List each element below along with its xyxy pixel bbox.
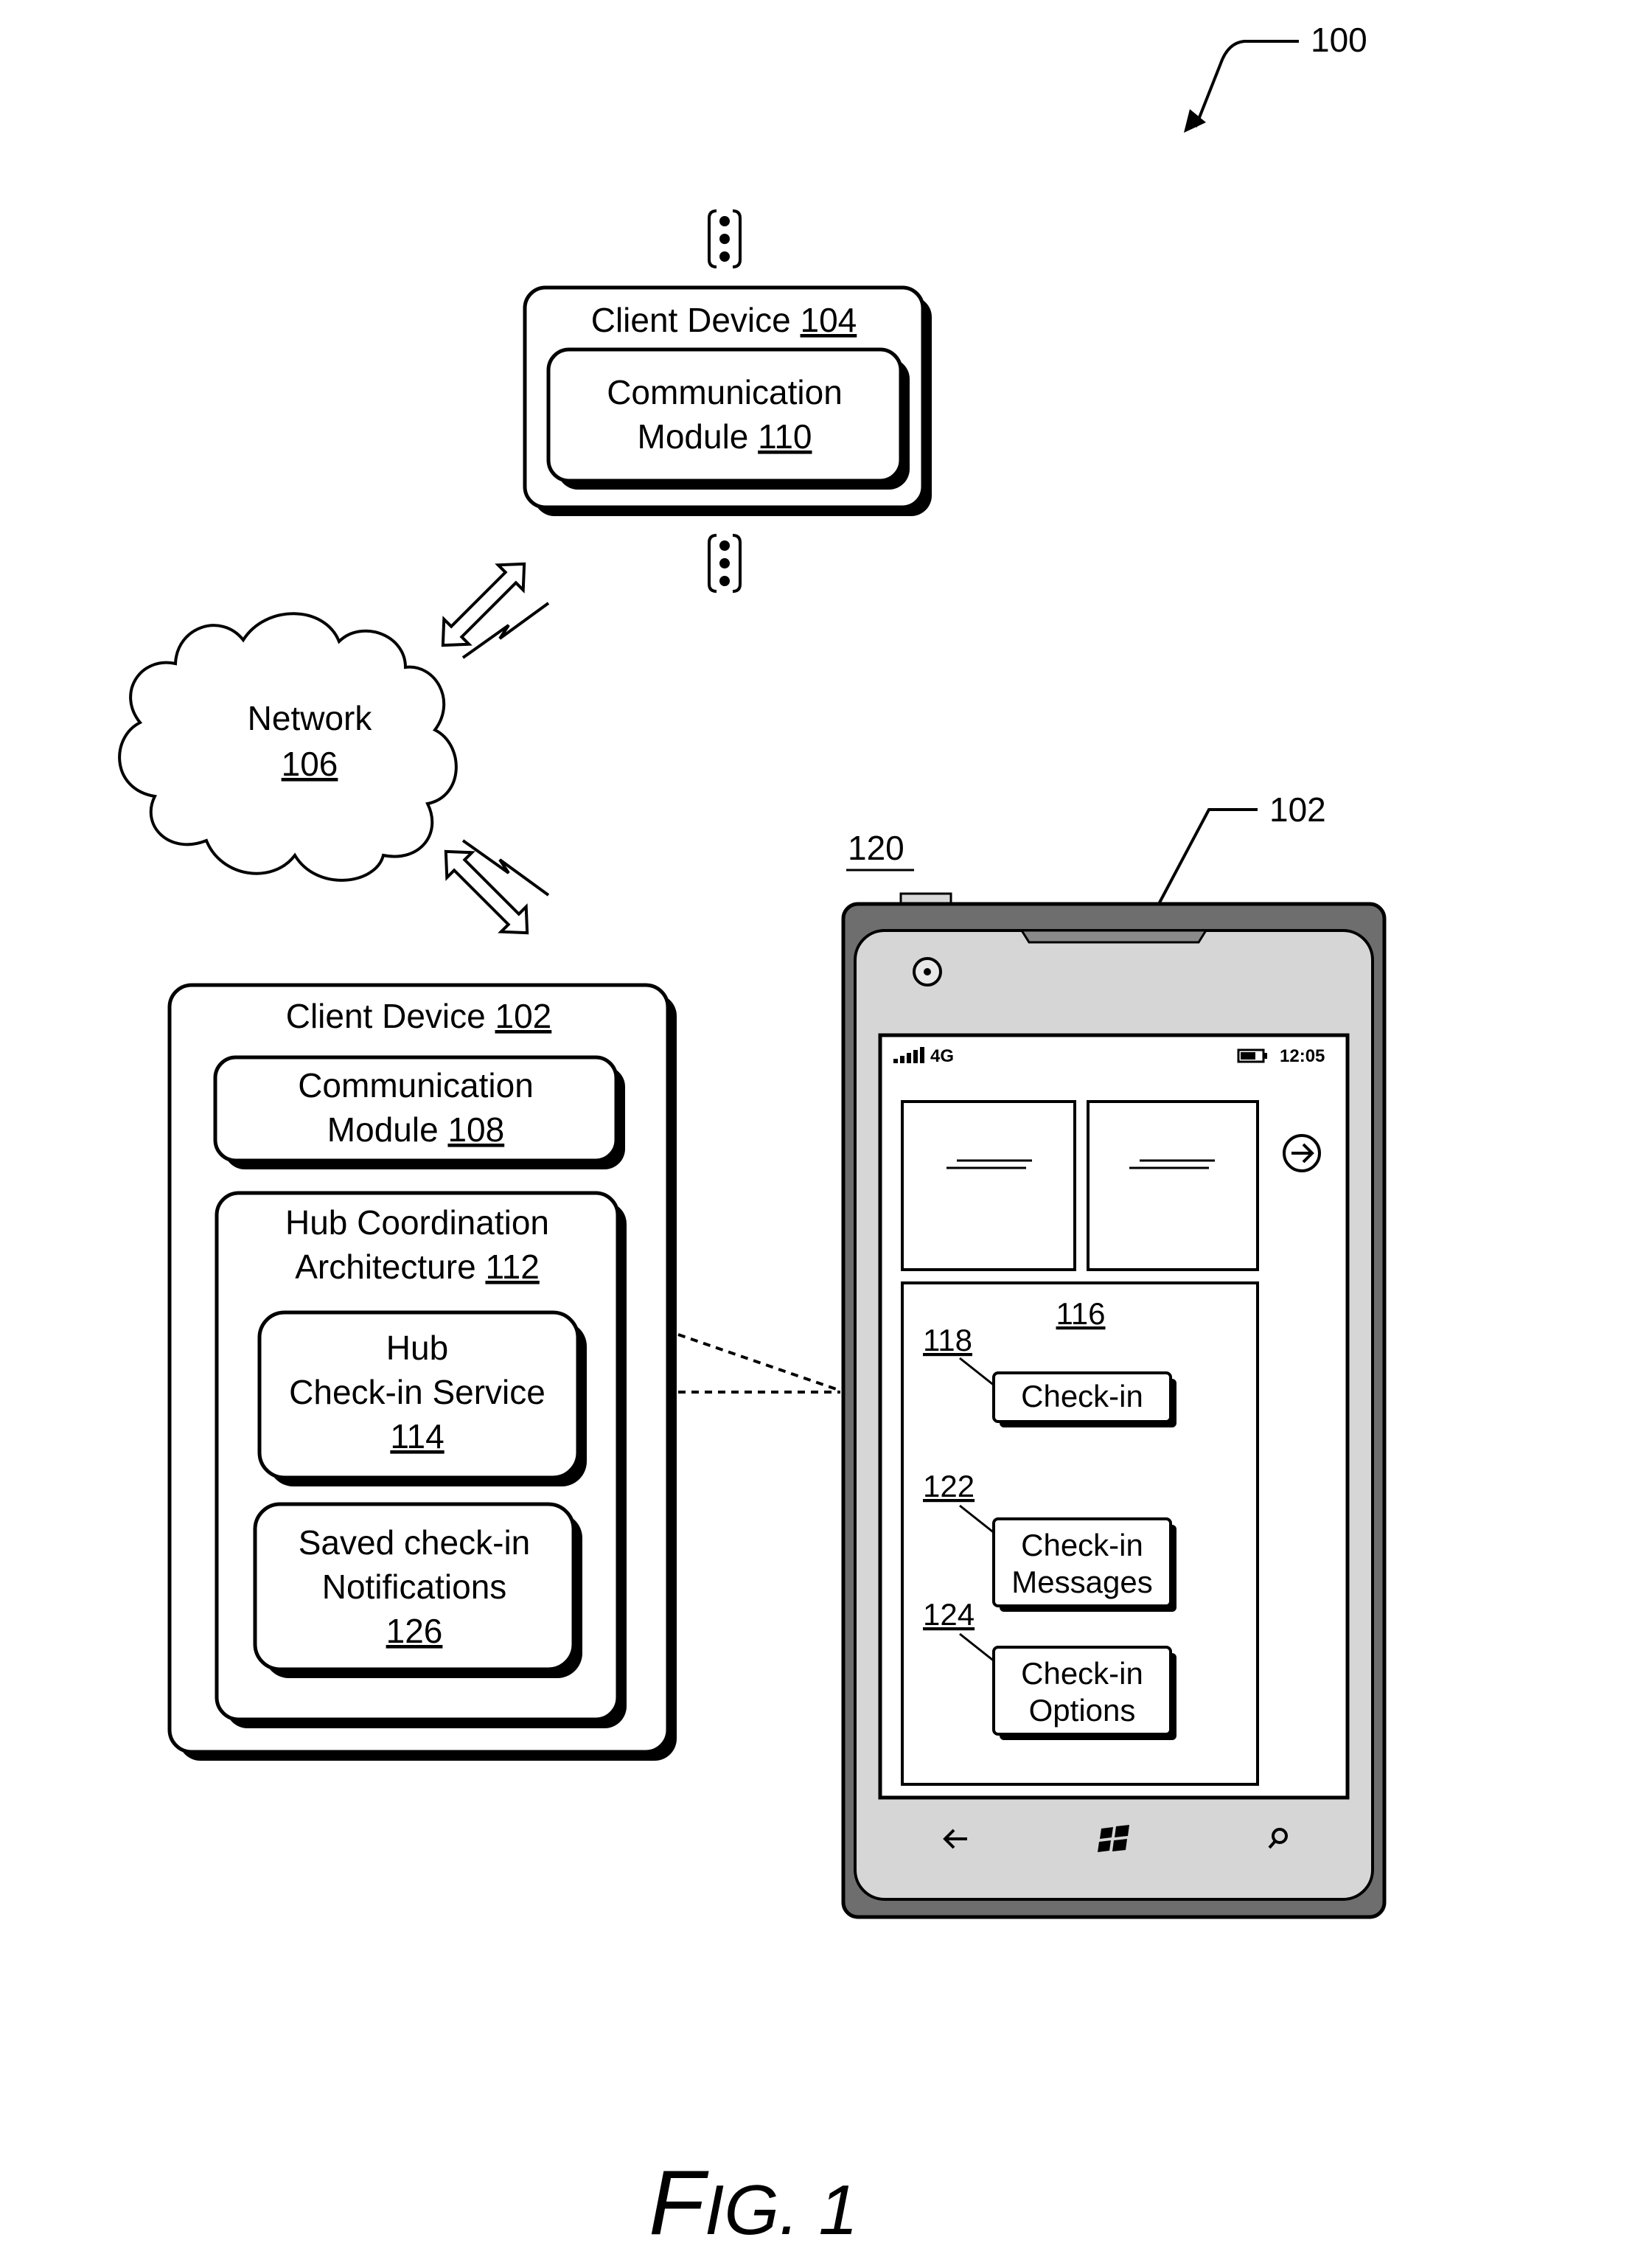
client-device-102-title: Client Device 102 xyxy=(286,997,552,1035)
hub-architecture-112-line1: Hub Coordination xyxy=(285,1203,549,1242)
network-ref: 106 xyxy=(282,745,338,783)
ref-102-phone: 102 xyxy=(1269,790,1326,829)
communication-module-110-line1: Communication xyxy=(607,373,843,411)
ref-100-leader xyxy=(1196,41,1299,127)
hub-checkin-service-114-line2: Check-in Service xyxy=(289,1373,545,1411)
phone-device-102: 102 120 4G 12:05 xyxy=(843,790,1384,1917)
panel-ref-116: 116 xyxy=(1056,1296,1106,1331)
figure-caption: FIG. 1 xyxy=(649,2152,858,2254)
ref-118: 118 xyxy=(923,1323,972,1357)
client-device-102-block: Client Device 102 Communication Module 1… xyxy=(170,985,677,1761)
ref-100-group: 100 xyxy=(1184,21,1367,133)
ref-124: 124 xyxy=(923,1597,975,1632)
tile-right[interactable] xyxy=(1088,1102,1258,1270)
checkin-messages-line2: Messages xyxy=(1011,1565,1152,1599)
wireless-link-upper xyxy=(430,552,548,658)
dashed-connectors xyxy=(678,1335,840,1392)
checkin-messages-line1: Check-in xyxy=(1021,1528,1143,1562)
hub-checkin-service-114-line1: Hub xyxy=(386,1329,448,1367)
battery-icon xyxy=(1238,1050,1267,1062)
saved-notifications-126-ref: 126 xyxy=(386,1612,443,1650)
ref-120: 120 xyxy=(848,829,904,867)
ellipsis-bottom-icon xyxy=(709,535,740,591)
checkin-options-line2: Options xyxy=(1029,1693,1136,1728)
status-time: 12:05 xyxy=(1280,1046,1325,1066)
ref-122: 122 xyxy=(923,1469,975,1503)
communication-module-108-line1: Communication xyxy=(298,1066,534,1105)
client-device-104: Client Device 104 Communication Module 1… xyxy=(525,288,932,516)
communication-module-108-line2: Module 108 xyxy=(327,1110,504,1149)
hub-checkin-service-114-ref: 114 xyxy=(390,1417,444,1455)
tile-left[interactable] xyxy=(902,1102,1075,1270)
checkin-button-label: Check-in xyxy=(1021,1379,1143,1413)
forward-arrow-icon[interactable] xyxy=(1284,1135,1319,1171)
saved-notifications-126-line2: Notifications xyxy=(322,1568,507,1606)
network-label: Network xyxy=(248,699,373,737)
saved-notifications-126-line1: Saved check-in xyxy=(299,1523,531,1562)
ref-102-leader xyxy=(1159,810,1258,904)
double-arrow-lower-icon xyxy=(433,839,540,945)
checkin-options-line1: Check-in xyxy=(1021,1656,1143,1691)
earpiece-speaker xyxy=(1022,930,1206,942)
camera-icon xyxy=(914,959,941,985)
status-network: 4G xyxy=(930,1046,954,1066)
ref-100: 100 xyxy=(1311,21,1367,59)
hub-architecture-112-line2: Architecture 112 xyxy=(295,1248,540,1286)
communication-module-110-line2: Module 110 xyxy=(638,417,812,456)
wireless-link-lower xyxy=(433,839,548,945)
network-106: Network 106 xyxy=(119,613,456,880)
client-device-104-title: Client Device 104 xyxy=(591,301,857,339)
ellipsis-top-icon xyxy=(709,211,740,267)
